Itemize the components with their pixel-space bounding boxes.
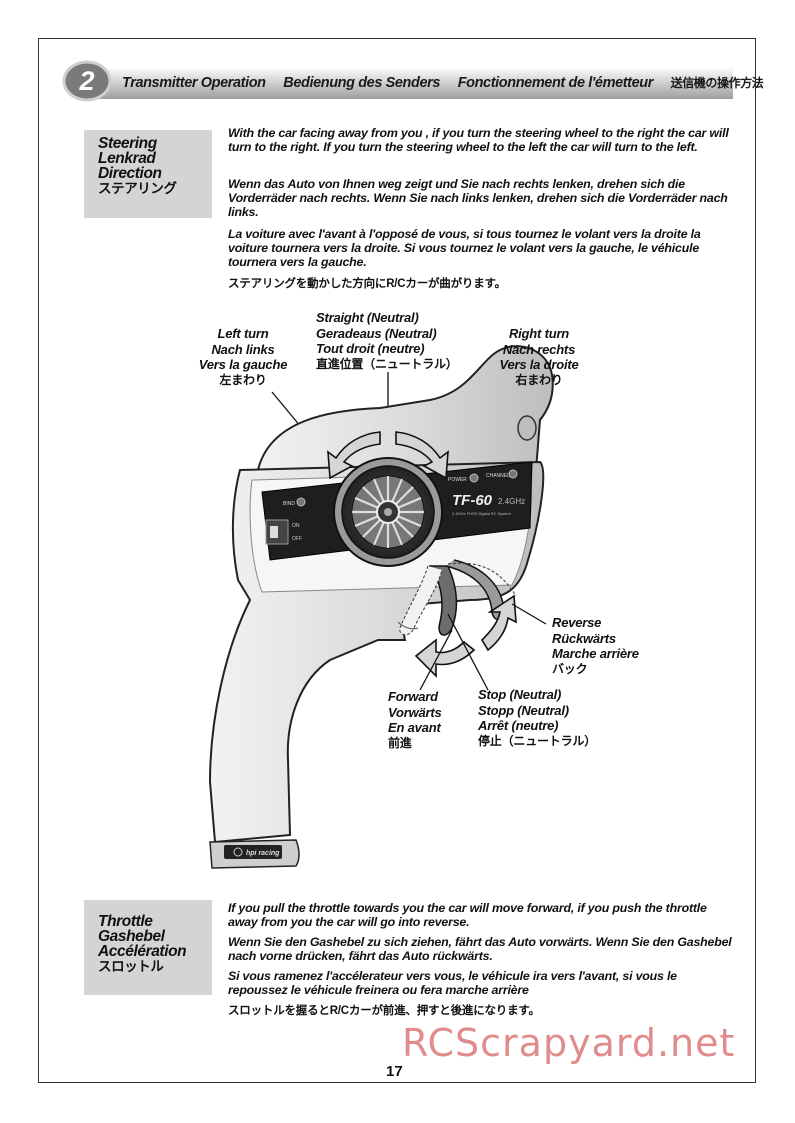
section-number: 2 — [79, 65, 95, 96]
channel-led — [508, 469, 518, 479]
throttle-text-fr: Si vous ramenez l'accélerateur vers vous… — [228, 969, 677, 997]
title-jp: 送信機の操作方法 — [670, 76, 764, 90]
steering-text-fr: La voiture avec l'avant à l'opposé de vo… — [228, 227, 701, 269]
pointer-stop — [447, 613, 489, 691]
throttle-forward-arrow — [414, 638, 476, 678]
steering-text-de: Wenn das Auto von Ihnen weg zeigt und Si… — [228, 177, 728, 219]
throttle-text-jp: スロットルを握るとR/Cカーが前進、押すと後進になります。 — [228, 1005, 540, 1017]
model-ghz: 2.4GHz — [498, 497, 525, 506]
throttle-forward-ghost — [399, 565, 443, 636]
power-label: POWER — [448, 477, 467, 483]
section-badge — [62, 60, 112, 102]
page-number: 17 — [386, 1063, 403, 1080]
reverse-label: Reverse Rückwärts Marche arrière バック — [552, 615, 639, 676]
steering-label: Steering Lenkrad Direction ステアリング — [84, 130, 212, 218]
left-turn-label: Left turn Nach links Vers la gauche 左まわり — [198, 326, 288, 387]
title-fr: Fonctionnement de l'émetteur — [457, 75, 654, 91]
steering-wheel — [333, 457, 443, 567]
steer-right-arrow — [395, 431, 449, 480]
switch-off-label: OFF — [292, 536, 302, 542]
model-name: TF-60 — [452, 492, 493, 509]
pointer-reverse — [511, 603, 547, 625]
power-led — [469, 473, 479, 483]
channel-label: CHANNEL — [486, 473, 510, 479]
right-turn-label: Right turn Nach rechts Vers la droite 右ま… — [499, 326, 579, 387]
pointer-forward — [419, 629, 453, 691]
bind-label: BIND — [283, 501, 295, 507]
throttle-text-de: Wenn Sie den Gashebel zu sich ziehen, fä… — [228, 935, 732, 963]
steering-text-en: With the car facing away from you , if y… — [228, 126, 729, 154]
bind-led — [296, 497, 306, 507]
page-frame — [38, 38, 756, 1083]
stop-label: Stop (Neutral) Stopp (Neutral) Arrêt (ne… — [478, 687, 597, 748]
straight-label: Straight (Neutral) Geradeaus (Neutral) T… — [316, 310, 458, 371]
throttle-reverse-arrow — [480, 594, 517, 652]
model-subtitle: 2.4GHz FHSS Digital RC System — [452, 511, 512, 516]
title-de: Bedienung des Senders — [283, 75, 441, 91]
switch-on-label: ON — [292, 523, 300, 529]
header-band — [97, 67, 733, 99]
handle-hole — [517, 415, 537, 441]
forward-label: Forward Vorwärts En avant 前進 — [388, 689, 442, 750]
transmitter-handle — [256, 345, 554, 471]
watermark: RCScrapyard.net — [402, 1021, 736, 1065]
steering-text-jp: ステアリングを動かした方向にR/Cカーが曲がります。 — [228, 278, 506, 290]
steer-left-arrow — [327, 431, 381, 480]
brand-logo: hpi racing — [246, 850, 280, 857]
page-title: Transmitter Operation Bedienung des Send… — [122, 74, 777, 91]
throttle-text-en: If you pull the throttle towards you the… — [228, 901, 707, 929]
title-en: Transmitter Operation — [122, 75, 266, 91]
throttle-label: Throttle Gashebel Accélération スロットル — [84, 900, 212, 995]
